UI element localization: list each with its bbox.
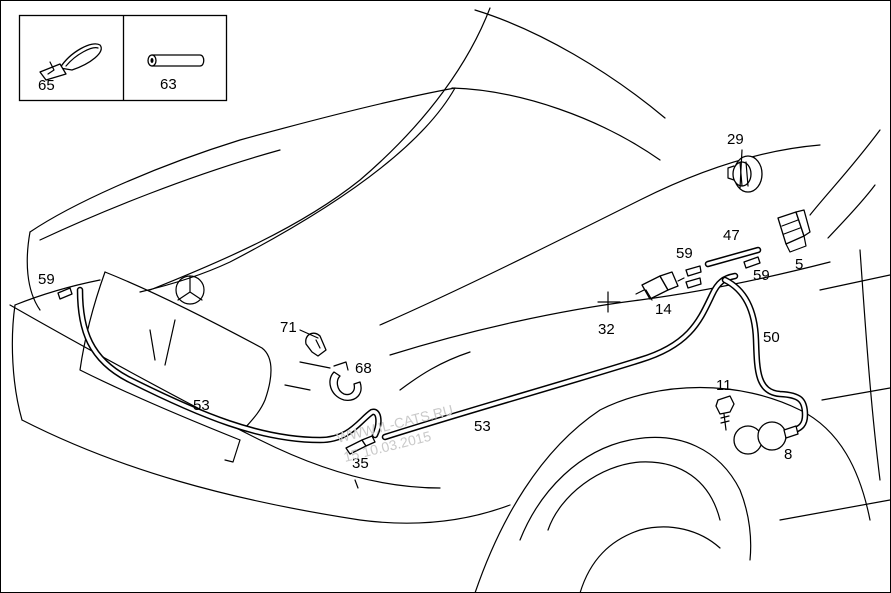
- callout-35: 35: [352, 455, 369, 472]
- plug-59-left: [57, 287, 73, 300]
- callout-53-right: 53: [474, 418, 491, 435]
- callout-68: 68: [355, 360, 372, 377]
- callout-59-upper: 59: [676, 245, 693, 262]
- legend-item-63-label: 63: [160, 76, 177, 93]
- callout-8: 8: [784, 446, 792, 463]
- washer-pump-29: [727, 155, 763, 193]
- washer-hose-47: [704, 246, 762, 268]
- connector-32: [597, 291, 621, 313]
- valve-5: [777, 209, 811, 253]
- callout-71: 71: [280, 319, 297, 336]
- washer-hose-53-long: [381, 272, 739, 441]
- callout-59-left: 59: [38, 271, 55, 288]
- clip-71: [305, 332, 327, 357]
- cable-tie-icon: [39, 43, 102, 81]
- washer-nozzle-8: [733, 421, 799, 455]
- callout-14: 14: [655, 301, 672, 318]
- valve-14: [635, 271, 685, 301]
- callout-11: 11: [716, 377, 732, 394]
- callout-5: 5: [795, 256, 803, 273]
- callout-47: 47: [723, 227, 740, 244]
- legend-item-65-label: 65: [38, 77, 55, 94]
- car-body-outline: [9, 7, 891, 593]
- plug-59-lower: [685, 277, 702, 289]
- hose-sleeve-icon: [147, 54, 205, 67]
- screw-11: [715, 395, 735, 431]
- callout-59-right: 59: [753, 267, 770, 284]
- leader-lines: [299, 149, 743, 339]
- washer-hose-50: [721, 276, 809, 434]
- callout-53-left: 53: [193, 397, 210, 414]
- callout-32: 32: [598, 321, 615, 338]
- clamp-68: [329, 361, 362, 401]
- callout-29: 29: [727, 131, 744, 148]
- plug-59-right: [743, 256, 761, 269]
- plug-59-upper: [685, 265, 702, 277]
- callout-50: 50: [763, 329, 780, 346]
- washer-hose-53: [76, 286, 382, 444]
- connector-35: [345, 435, 376, 455]
